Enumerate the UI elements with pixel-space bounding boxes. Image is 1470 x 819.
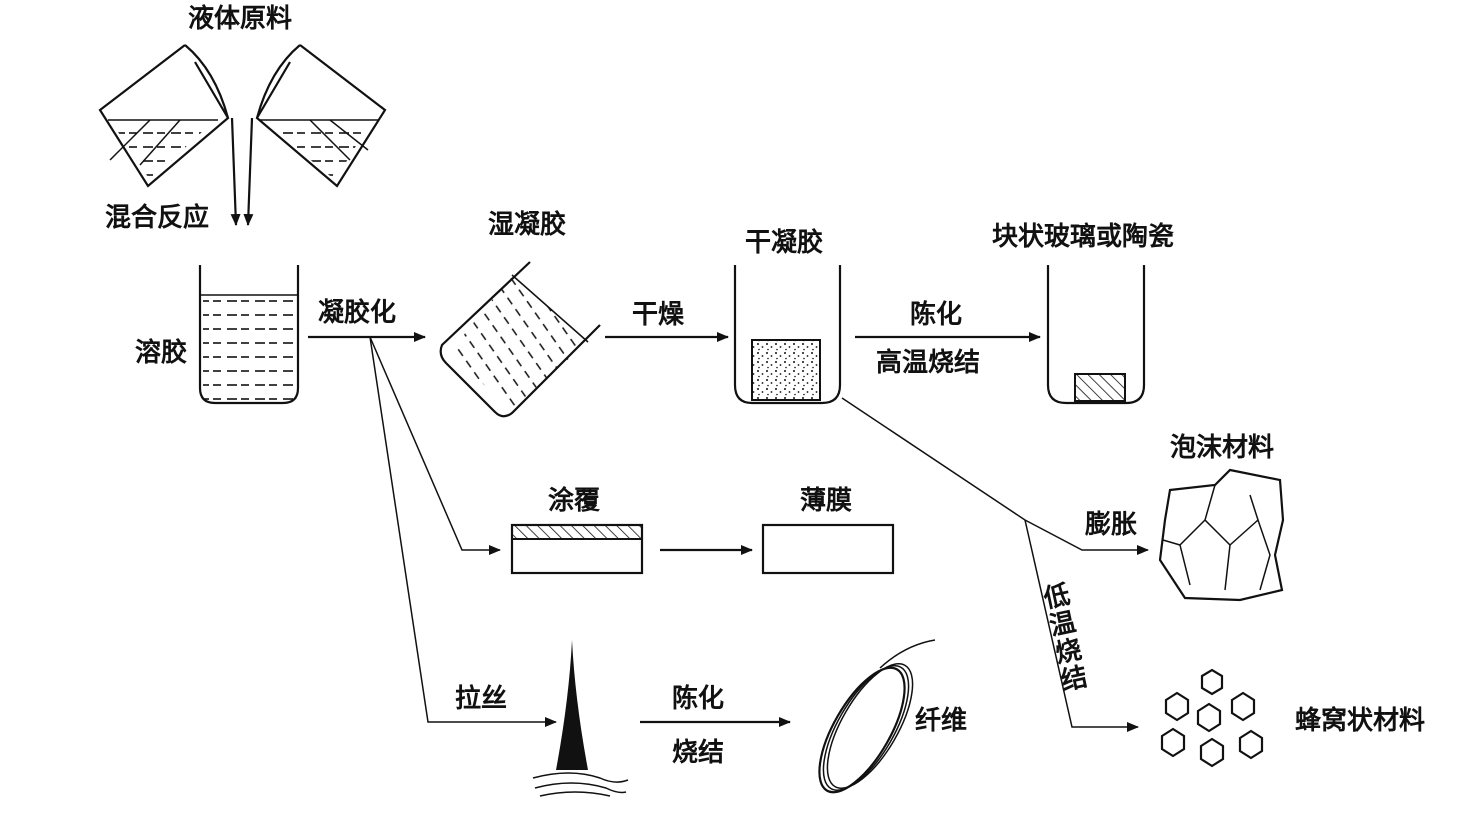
label-expansion: 膨胀: [1085, 510, 1138, 540]
pour-stream-arrows: [230, 117, 254, 226]
label-drying: 干燥: [632, 300, 685, 330]
label-spinning: 拉丝: [455, 684, 508, 714]
label-aging-fiber: 陈化: [672, 684, 725, 714]
label-foam-material: 泡沫材料: [1170, 433, 1275, 463]
wet-gel-beaker-icon: [439, 261, 601, 418]
label-dry-gel: 干凝胶: [745, 228, 824, 258]
label-gelation: 凝胶化: [318, 298, 397, 328]
fiber-drawing-icon: [532, 640, 629, 797]
label-liquid-raw-materials: 液体原料: [188, 4, 293, 34]
right-pouring-beaker-icon: [255, 44, 387, 188]
dry-gel-branch-line: [841, 397, 1026, 521]
label-fiber: 纤维: [915, 706, 968, 736]
coated-substrate-icon: [510, 523, 644, 575]
fiber-coil-icon: [818, 639, 936, 794]
label-high-temp-sintering: 高温烧结: [876, 348, 981, 378]
label-thin-film: 薄膜: [800, 486, 853, 516]
expansion-arrow: [1024, 519, 1149, 555]
coating-branch-arrow: [369, 336, 501, 555]
label-sintering-fiber: 烧结: [672, 738, 725, 768]
sol-beaker-icon: [198, 265, 300, 405]
dry-gel-container-icon: [733, 265, 842, 405]
honeycomb-material-icon: [1160, 668, 1264, 768]
label-coating: 涂覆: [548, 486, 601, 516]
label-bulk-glass-ceramic: 块状玻璃或陶瓷: [992, 222, 1175, 252]
label-wet-gel: 湿凝胶: [488, 210, 567, 240]
thin-film-icon: [761, 523, 895, 575]
left-pouring-beaker-icon: [98, 44, 230, 188]
label-mix-reaction: 混合反应: [105, 203, 210, 233]
low-temp-sinter-arrow: [1024, 519, 1139, 732]
spinning-branch-arrow: [369, 336, 557, 727]
label-aging: 陈化: [910, 300, 963, 330]
label-sol: 溶胶: [135, 338, 188, 368]
bulk-glass-container-icon: [1046, 265, 1146, 405]
label-honeycomb-material: 蜂窝状材料: [1295, 706, 1426, 736]
foam-material-icon: [1158, 468, 1285, 602]
